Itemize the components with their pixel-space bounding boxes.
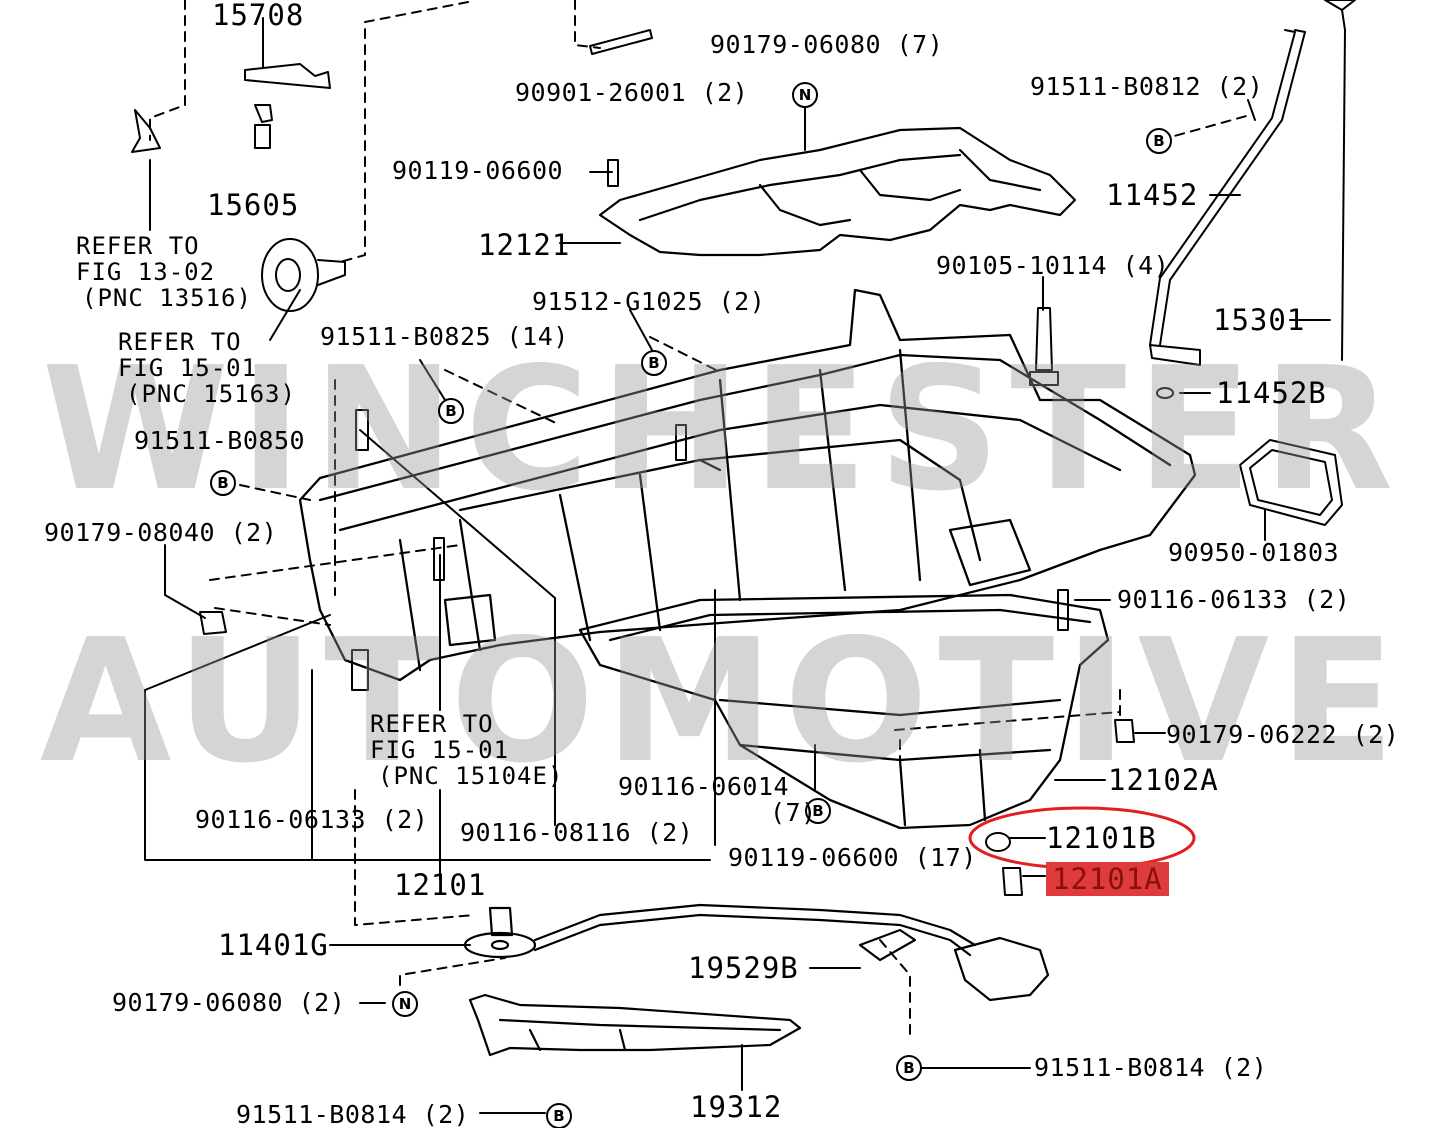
hardware-sketches [131, 0, 1356, 896]
part-label-90116-06014-qty: (7) [770, 798, 817, 827]
refer-note-2-line-3: (PNC 15163) [126, 380, 296, 408]
part-label-90179-06080-bottom: 90179-06080 (2) [112, 988, 346, 1017]
refer-note-1-line-1: REFER TO [76, 232, 200, 260]
lower-oil-pan-sketch [578, 593, 1110, 830]
upper-oil-pan-sketch [298, 288, 1197, 682]
part-label-12102a: 12102A [1108, 763, 1219, 797]
refer-note-3-line-3: (PNC 15104E) [378, 762, 564, 790]
refer-note-3-line-1: REFER TO [370, 710, 494, 738]
part-label-90179-06080-top: 90179-06080 (7) [710, 30, 944, 59]
dashed-guide-lines [149, 0, 1251, 1036]
part-label-19312: 19312 [690, 1090, 783, 1124]
part-label-11452: 11452 [1106, 178, 1199, 212]
part-label-90179-06222: 90179-06222 (2) [1166, 720, 1400, 749]
symbol-b: B [438, 398, 464, 424]
part-label-91511-b0814-right: 91511-B0814 (2) [1034, 1053, 1268, 1082]
part-label-15708: 15708 [212, 0, 305, 32]
part-label-90116-08116: 90116-08116 (2) [460, 818, 694, 847]
part-label-90119-06600-top: 90119-06600 [392, 156, 564, 185]
part-label-12121: 12121 [478, 228, 571, 262]
part-label-11401g: 11401G [218, 928, 329, 962]
refer-note-1-line-3: (PNC 13516) [82, 284, 252, 312]
part-label-90950-01803: 90950-01803 [1168, 538, 1340, 567]
symbol-n: N [792, 82, 818, 108]
symbol-n: N [392, 991, 418, 1017]
stiffener-plate-sketch [468, 993, 802, 1057]
part-label-90116-06133-left: 90116-06133 (2) [195, 805, 429, 834]
part-label-90116-06014: 90116-06014 [618, 772, 790, 801]
symbol-b: B [641, 350, 667, 376]
symbol-b: B [546, 1103, 572, 1128]
part-label-90179-08040: 90179-08040 (2) [44, 518, 278, 547]
symbol-b: B [1146, 128, 1172, 154]
part-label-90119-06600-bottom: 90119-06600 (17) [728, 843, 977, 872]
part-label-91511-b0825: 91511-B0825 (14) [320, 322, 569, 351]
strainer-and-sensor-sketch [463, 903, 1050, 1002]
refer-note-1-line-2: FIG 13-02 [76, 258, 216, 286]
part-label-91511-b0814-left: 91511-B0814 (2) [236, 1100, 470, 1128]
part-label-12101: 12101 [394, 868, 487, 902]
part-label-12101b: 12101B [1046, 821, 1157, 855]
refer-note-3-line-2: FIG 15-01 [370, 736, 510, 764]
symbol-b: B [896, 1055, 922, 1081]
refer-note-2-line-2: FIG 15-01 [118, 354, 258, 382]
symbol-b: B [210, 470, 236, 496]
part-label-15605: 15605 [207, 188, 300, 222]
refer-note-2-line-1: REFER TO [118, 328, 242, 356]
part-label-12101a: 12101A [1046, 862, 1169, 896]
symbol-b: B [805, 798, 831, 824]
part-label-15301: 15301 [1213, 303, 1306, 337]
part-label-91511-b0850: 91511-B0850 [134, 426, 306, 455]
leader-lines [144, 17, 1331, 1114]
part-label-91512-g1025: 91512-G1025 (2) [532, 287, 766, 316]
part-label-90901-26001: 90901-26001 (2) [515, 78, 749, 107]
part-label-11452b: 11452B [1216, 376, 1327, 410]
part-label-90105-10114: 90105-10114 (4) [936, 251, 1170, 280]
highlighted-part-number: 12101A [1046, 862, 1169, 896]
part-label-91511-b0812: 91511-B0812 (2) [1030, 72, 1264, 101]
baffle-plate-sketch [598, 126, 1077, 257]
part-label-19529b: 19529B [688, 951, 799, 985]
part-label-90116-06133-right: 90116-06133 (2) [1117, 585, 1351, 614]
